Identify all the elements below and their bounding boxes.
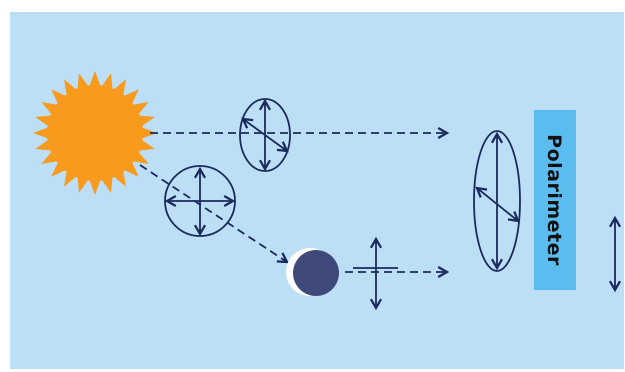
unpolarized-light-circle	[165, 166, 235, 236]
polarimeter-label: Polarimeter	[543, 134, 565, 266]
polarimeter: Polarimeter	[534, 110, 576, 290]
diagram-background	[10, 12, 624, 369]
sun-icon	[33, 71, 157, 195]
